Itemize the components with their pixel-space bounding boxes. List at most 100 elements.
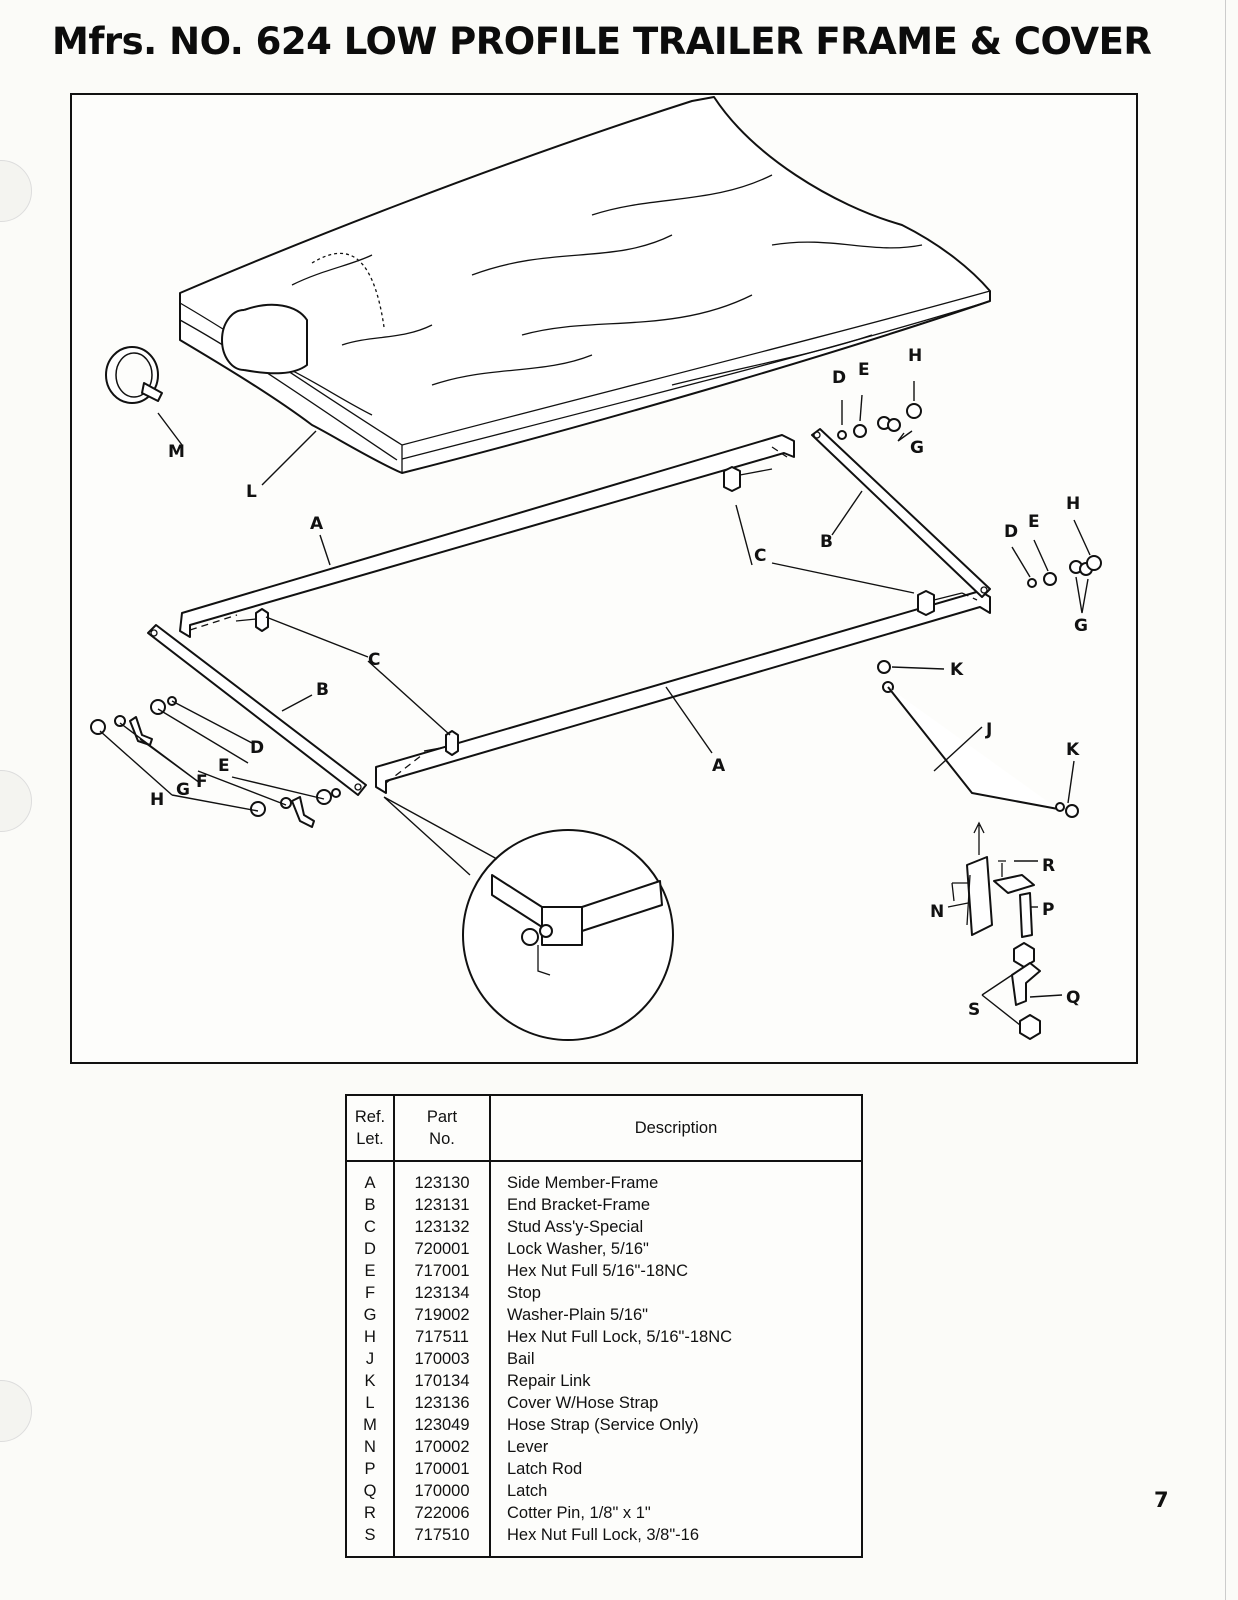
cell-ref-let: G	[346, 1304, 395, 1326]
label-J: J	[985, 720, 992, 740]
cell-part-no: 170134	[394, 1370, 491, 1392]
label-H: H	[150, 790, 164, 810]
cell-part-no: 123131	[394, 1194, 491, 1216]
label-G: G	[176, 780, 190, 800]
label-B: B	[316, 680, 329, 700]
cell-ref-let: H	[346, 1326, 395, 1348]
cell-ref-let: L	[346, 1392, 395, 1414]
label-K: K	[950, 660, 964, 680]
label-A: A	[310, 514, 324, 534]
cell-description: Hex Nut Full Lock, 5/16"-18NC	[507, 1328, 733, 1346]
cell-part-no: 170003	[394, 1348, 491, 1370]
cell-description: Lock Washer, 5/16"	[507, 1240, 649, 1258]
cell-ref-let: R	[346, 1502, 395, 1524]
label-E: E	[1028, 512, 1040, 532]
cell-ref-let: E	[346, 1260, 395, 1282]
cell-description: Latch	[507, 1482, 548, 1500]
cell-description: Hex Nut Full 5/16"-18NC	[507, 1262, 689, 1280]
page-number: 7	[1154, 1488, 1169, 1512]
cell-ref-let: M	[346, 1414, 395, 1436]
cell-description: Hose Strap (Service Only)	[507, 1416, 699, 1434]
cell-ref-let: N	[346, 1436, 395, 1458]
cell-description: Lever	[507, 1438, 549, 1456]
cell-part-no: 123132	[394, 1216, 491, 1238]
cell-ref-let: C	[346, 1216, 395, 1238]
cell-description: Side Member-Frame	[507, 1174, 659, 1192]
cell-description: Hex Nut Full Lock, 3/8"-16	[507, 1526, 700, 1544]
label-P: P	[1042, 900, 1054, 920]
cell-ref-let: A	[346, 1161, 395, 1194]
cell-ref-let: D	[346, 1238, 395, 1260]
detail-callout	[383, 796, 674, 1041]
header-ref-let: Ref. Let.	[346, 1095, 395, 1162]
cell-part-no: 123049	[394, 1414, 491, 1436]
label-D: D	[250, 738, 264, 758]
cell-part-no: 123136	[394, 1392, 491, 1414]
label-G: G	[910, 438, 924, 458]
label-G: G	[1074, 616, 1088, 636]
label-A: A	[712, 756, 726, 776]
label-F: F	[196, 772, 208, 792]
cell-ref-let: S	[346, 1524, 395, 1557]
cell-part-no: 722006	[394, 1502, 491, 1524]
cell-part-no: 717511	[394, 1326, 491, 1348]
binder-hole	[0, 160, 32, 222]
label-S: S	[968, 1000, 980, 1020]
cell-description: Cover W/Hose Strap	[507, 1394, 659, 1412]
cell-ref-let: Q	[346, 1480, 395, 1502]
header-part-no: Part No.	[394, 1095, 491, 1162]
cell-part-no: 170000	[394, 1480, 491, 1502]
label-K: K	[1066, 740, 1080, 760]
cell-description: Stop	[507, 1284, 541, 1302]
exploded-diagram: M L A A B B C C D E H G D E H G D E F G …	[70, 93, 1138, 1064]
stud-assemblies	[189, 446, 978, 784]
table-header-row: Ref. Let. Part No. Description	[346, 1095, 862, 1162]
cell-description: Bail	[507, 1350, 535, 1368]
cell-part-no: 170001	[394, 1458, 491, 1480]
label-H: H	[1066, 494, 1080, 514]
cell-description: Stud Ass'y-Special	[507, 1218, 644, 1236]
binder-hole	[0, 1380, 32, 1442]
label-R: R	[1042, 856, 1055, 876]
page-title: Mfrs. NO. 624 LOW PROFILE TRAILER FRAME …	[52, 20, 1152, 63]
label-D: D	[832, 368, 846, 388]
header-description: Description	[490, 1095, 862, 1162]
cell-part-no: 719002	[394, 1304, 491, 1326]
leader-lines	[99, 381, 1091, 1026]
cell-description: Repair Link	[507, 1372, 591, 1390]
page-edge	[1225, 0, 1226, 1600]
trailer-cover	[179, 96, 991, 474]
label-L: L	[246, 482, 257, 502]
label-E: E	[858, 360, 870, 380]
binder-hole	[0, 770, 32, 832]
label-C: C	[368, 650, 380, 670]
cell-description: Cotter Pin, 1/8" x 1"	[507, 1504, 651, 1522]
label-M: M	[168, 442, 185, 462]
frame-end-brackets	[147, 428, 991, 796]
label-Q: Q	[1066, 988, 1080, 1008]
cell-description: Latch Rod	[507, 1460, 583, 1478]
cell-description: Washer-Plain 5/16"	[507, 1306, 648, 1324]
label-C: C	[754, 546, 766, 566]
cell-ref-let: F	[346, 1282, 395, 1304]
label-D: D	[1004, 522, 1018, 542]
label-E: E	[218, 756, 230, 776]
latch-assembly	[951, 821, 1041, 1040]
